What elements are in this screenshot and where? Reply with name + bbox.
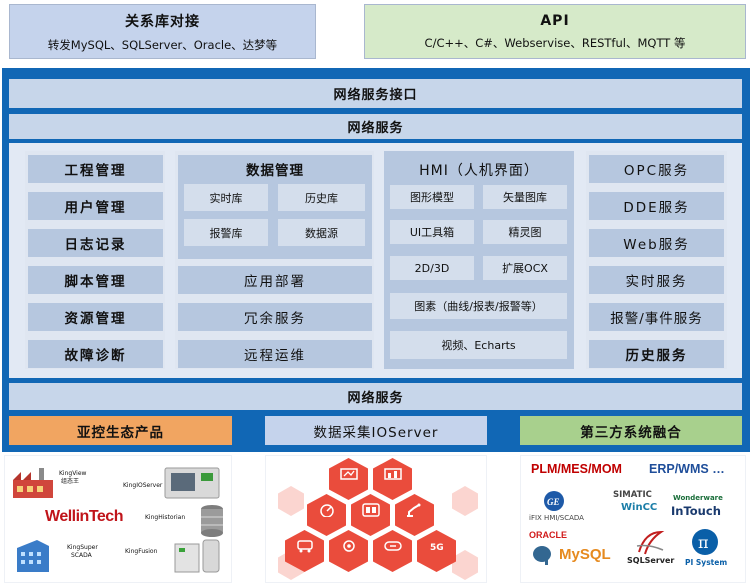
ocx-extension: 扩展OCX — [483, 256, 567, 280]
ioserver-label: 数据采集IOServer — [265, 416, 487, 445]
kingview-label: KingView — [59, 470, 87, 477]
network-icon — [383, 541, 402, 551]
hex-1 — [329, 458, 368, 500]
relational-db-box: 关系库对接 转发MySQL、SQLServer、Oracle、达梦等 — [9, 4, 316, 59]
protocol-icon — [339, 468, 358, 480]
hex-8 — [373, 530, 412, 572]
third-party-logos-image: PLM/MES/MOM ERP/WMS … GE iFIX HMI/SCADA … — [520, 455, 746, 583]
network-service-bottom-bar: 网络服务 — [9, 383, 742, 410]
history-service: 历史服务 — [589, 340, 724, 368]
app-deployment: 应用部署 — [178, 266, 372, 294]
video-echarts: 视频、Echarts — [390, 331, 567, 359]
graphic-model: 图形模型 — [390, 185, 474, 209]
realtime-db: 实时库 — [184, 184, 268, 211]
alarm-event-service: 报警/事件服务 — [589, 303, 724, 331]
svg-text:5G: 5G — [430, 543, 444, 553]
hmi-title: HMI（人机界面） — [419, 163, 539, 179]
kingfusion-label: KingFusion — [125, 548, 158, 555]
cart-icon — [296, 540, 313, 553]
hex-bg-4 — [452, 550, 478, 580]
ge-logo-icon: GE — [544, 491, 564, 511]
hex-9: 5G — [417, 530, 456, 572]
kingview-cn-label: 组态王 — [61, 478, 80, 485]
api-title: API — [540, 12, 570, 29]
api-detail: C/C++、C#、Webservise、RESTful、MQTT 等 — [424, 35, 686, 50]
history-db: 历史库 — [278, 184, 365, 211]
dde-service: DDE服务 — [589, 192, 724, 220]
erp-heading: ERP/WMS … — [649, 462, 725, 476]
postgres-elephant-icon — [533, 546, 551, 565]
services-column — [586, 151, 727, 369]
sqlserver-label: SQLServer — [627, 556, 675, 565]
2d-3d: 2D/3D — [390, 256, 474, 280]
fault-diagnosis: 故障诊断 — [28, 340, 163, 368]
management-column — [25, 151, 165, 369]
web-service: Web服务 — [589, 229, 724, 257]
hex-5 — [395, 494, 434, 536]
factory-icon — [13, 468, 53, 498]
third-party-label: 第三方系统融合 — [520, 416, 742, 445]
vector-library: 矢量图库 — [483, 185, 567, 209]
gauge-icon — [319, 504, 334, 517]
kingioserver-label: KingIOServer — [123, 482, 163, 489]
opc-service: OPC服务 — [589, 155, 724, 183]
alarm-db: 报警库 — [184, 219, 268, 246]
wonderware-label: Wonderware — [673, 494, 723, 502]
ui-toolbox: UI工具箱 — [390, 220, 474, 244]
database-icon — [201, 505, 223, 537]
pi-system-icon: π — [692, 529, 718, 555]
hex-2 — [373, 458, 412, 500]
redundancy-service: 冗余服务 — [178, 303, 372, 331]
engineering-mgmt: 工程管理 — [28, 155, 163, 183]
scada-label: SCADA — [71, 552, 92, 559]
mes-heading: PLM/MES/MOM — [531, 462, 622, 476]
api-box: API C/C++、C#、Webservise、RESTful、MQTT 等 — [364, 4, 746, 59]
wellintech-logo: WellinTech — [45, 508, 123, 525]
hex-bg-2 — [452, 486, 478, 516]
graphic-elements: 图素（曲线/报表/报警等） — [390, 293, 567, 319]
hex-bg-1 — [278, 486, 304, 516]
mysql-label: MySQL — [559, 546, 611, 563]
network-interface-bar: 网络服务接口 — [9, 79, 742, 108]
relational-db-title: 关系库对接 — [125, 13, 200, 30]
oracle-label: ORACLE — [529, 530, 567, 540]
sprite-graphics: 精灵图 — [483, 220, 567, 244]
network-service-top-bar: 网络服务 — [9, 114, 742, 139]
chart-icon — [383, 468, 402, 480]
wincc-label: WinCC — [621, 502, 658, 513]
svg-text:GE: GE — [547, 497, 560, 507]
ecosystem-label: 亚控生态产品 — [9, 416, 232, 445]
simatic-label: SIMATIC — [613, 490, 652, 500]
data-mgmt-title: 数据管理 — [246, 163, 304, 179]
resource-mgmt: 资源管理 — [28, 303, 163, 331]
sqlserver-icon — [636, 530, 665, 555]
ioserver-hexagon-image: 5G — [265, 455, 487, 583]
hex-6 — [285, 530, 324, 572]
kingsuper-label: KingSuper — [67, 544, 98, 551]
kinghistorian-label: KingHistorian — [145, 514, 186, 521]
hex-4 — [351, 494, 390, 536]
hex-7 — [329, 530, 368, 572]
ecosystem-products-image: KingView 组态王 KingIOServer WellinTech Kin… — [4, 455, 232, 583]
machine-icon — [164, 467, 220, 499]
building-icon — [17, 540, 49, 572]
relational-db-detail: 转发MySQL、SQLServer、Oracle、达梦等 — [47, 37, 278, 52]
realtime-service: 实时服务 — [589, 266, 724, 294]
data-source: 数据源 — [278, 219, 365, 246]
pi-system-label: PI System — [685, 558, 728, 567]
plc-icon — [361, 503, 380, 517]
robot-arm-icon — [406, 503, 420, 517]
log-records: 日志记录 — [28, 229, 163, 257]
cabinet-icon — [174, 539, 220, 573]
intouch-label: InTouch — [671, 504, 721, 518]
script-mgmt: 脚本管理 — [28, 266, 163, 294]
5g-icon: 5G — [430, 543, 444, 553]
svg-text:π: π — [698, 533, 709, 552]
hex-3 — [307, 494, 346, 536]
user-mgmt: 用户管理 — [28, 192, 163, 220]
iot-icon — [342, 540, 355, 552]
ifix-label: iFIX HMI/SCADA — [529, 514, 584, 522]
remote-ops: 远程运维 — [178, 340, 372, 368]
